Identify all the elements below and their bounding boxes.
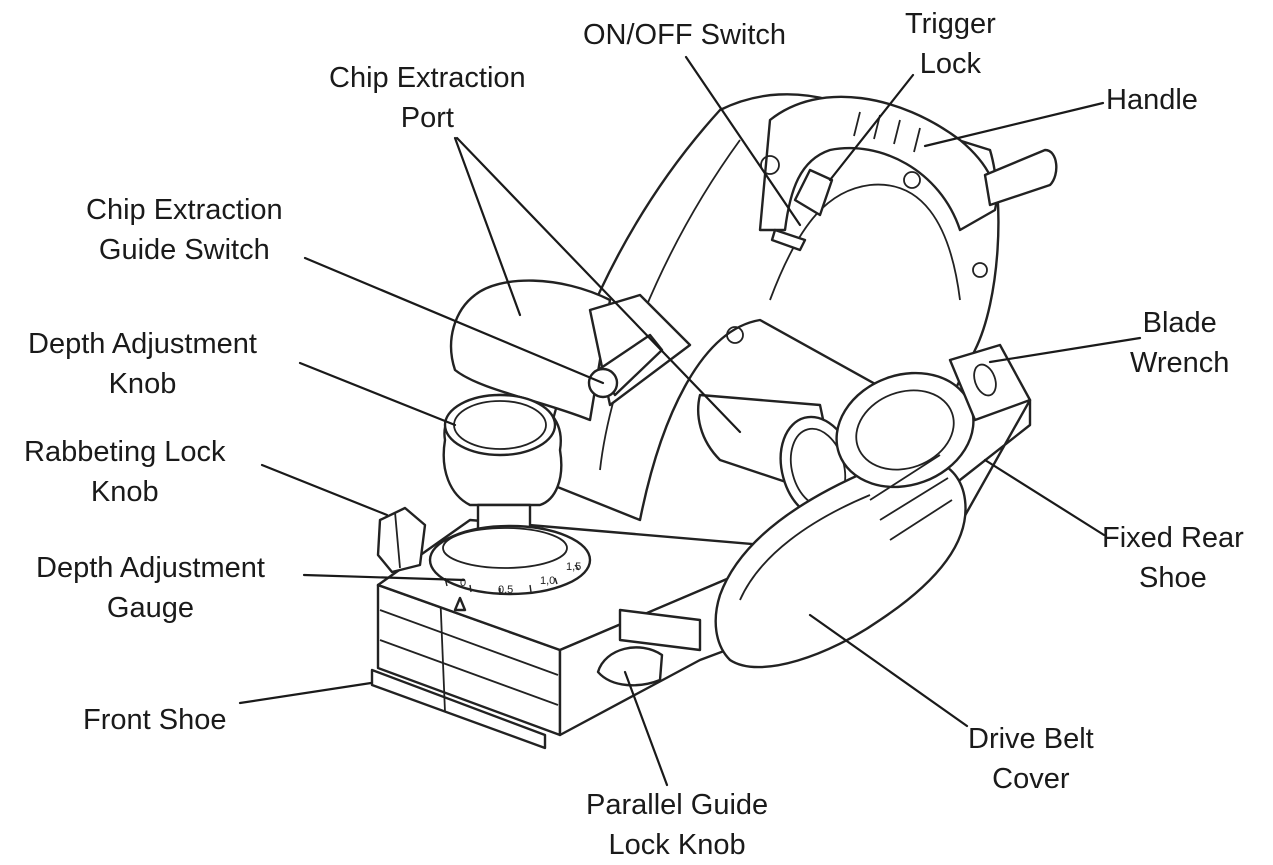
leader-depth-gauge xyxy=(302,573,466,582)
label-rabbeting-lock-knob: Rabbeting Lock Knob xyxy=(24,436,226,508)
gauge-mark-1-5: 1,5 xyxy=(566,561,581,573)
leader-depth-knob xyxy=(298,361,457,427)
chip-extraction-port-drawing xyxy=(449,279,857,521)
label-parallel-guide-lock-knob: Parallel Guide Lock Knob xyxy=(586,789,769,861)
label-blade-wrench: Blade Wrench xyxy=(1130,307,1230,379)
leader-lines xyxy=(238,55,1142,787)
gauge-mark-0-5: 0,5 xyxy=(498,584,513,596)
blade-wrench-drawing xyxy=(948,343,1032,422)
leader-chip-port-b xyxy=(455,136,742,434)
label-trigger-lock: Trigger Lock xyxy=(905,8,996,80)
label-fixed-rear-shoe: Fixed Rear Shoe xyxy=(1102,522,1244,594)
gauge-mark-0: 0 xyxy=(460,577,466,589)
leader-chip-port-a xyxy=(453,136,522,317)
leader-blade-wrench xyxy=(988,336,1142,364)
leader-front-shoe xyxy=(238,681,373,705)
leader-trigger-lock xyxy=(828,73,915,182)
leader-drive-belt-cover xyxy=(808,613,969,728)
label-chip-extraction-port: Chip Extraction Port xyxy=(329,62,526,134)
label-drive-belt-cover: Drive Belt Cover xyxy=(968,723,1094,795)
leader-handle xyxy=(923,101,1105,148)
chip-extraction-guide-switch-drawing xyxy=(587,293,692,407)
leader-fixed-rear-shoe xyxy=(983,458,1106,537)
label-on-off-switch: ON/OFF Switch xyxy=(583,19,787,51)
front-shoe-drawing xyxy=(370,583,562,750)
leader-guide-switch xyxy=(303,256,605,385)
rabbeting-lock-knob-drawing xyxy=(376,506,427,574)
leader-rabbeting-knob xyxy=(260,463,389,517)
parallel-guide-lock-knob-drawing xyxy=(596,608,702,687)
leader-on-off-switch xyxy=(684,55,802,227)
leader-parallel-guide-knob xyxy=(623,670,669,787)
label-chip-extraction-guide-switch: Chip Extraction Guide Switch xyxy=(86,194,283,266)
label-front-shoe: Front Shoe xyxy=(83,704,227,736)
gauge-mark-1-0: 1,0 xyxy=(540,575,555,587)
depth-adjustment-knob-drawing xyxy=(442,393,563,544)
label-handle: Handle xyxy=(1106,84,1198,116)
label-depth-adjustment-gauge: Depth Adjustment Gauge xyxy=(36,552,265,624)
label-depth-adjustment-knob: Depth Adjustment Knob xyxy=(28,328,257,400)
drive-belt-cover-drawing xyxy=(714,371,975,669)
